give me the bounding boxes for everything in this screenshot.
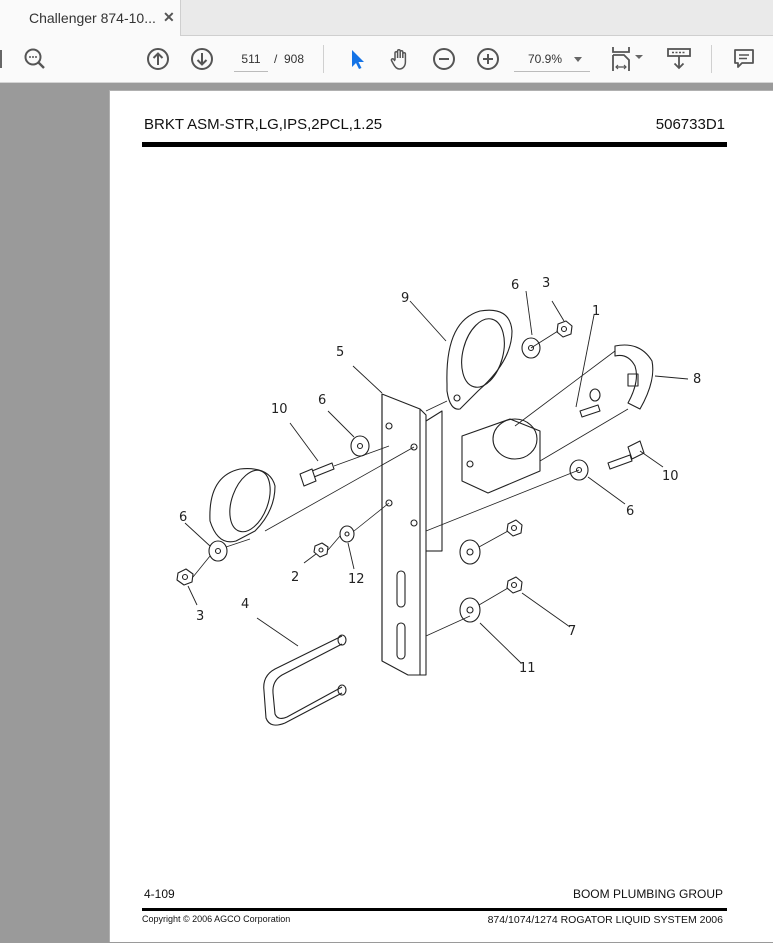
chevron-down-icon	[574, 57, 582, 62]
callout-9: 9	[401, 291, 409, 306]
footer-rule	[142, 908, 727, 911]
callout-6: 6	[626, 504, 634, 519]
zoom-level-value: 70.9%	[528, 52, 563, 66]
callout-8: 8	[693, 372, 701, 387]
exploded-parts-diagram: 9 6 3 1 8 5 10 6 10 6 6 3 2 12 4 7 11	[176, 276, 701, 726]
fit-page-icon[interactable]	[611, 47, 647, 71]
page-number-input[interactable]: 511	[234, 47, 268, 72]
callout-2: 2	[291, 570, 299, 585]
callout-3: 3	[542, 276, 550, 291]
callout-3: 3	[196, 609, 204, 624]
tab-title: Challenger 874-10...	[29, 10, 156, 26]
next-page-icon[interactable]	[190, 47, 214, 71]
scroll-mode-icon[interactable]	[666, 47, 692, 71]
select-pointer-icon[interactable]	[345, 47, 369, 71]
callout-6: 6	[318, 393, 326, 408]
toolbar-left-edge	[0, 50, 2, 68]
callout-6: 6	[511, 278, 519, 293]
callout-labels: 9 6 3 1 8 5 10 6 10 6 6 3 2 12 4 7 11	[179, 276, 701, 676]
callout-11: 11	[519, 661, 536, 676]
zoom-in-icon[interactable]	[476, 47, 500, 71]
callout-4: 4	[241, 597, 249, 612]
toolbar-divider	[323, 45, 324, 73]
hand-pan-icon[interactable]	[388, 47, 412, 71]
callout-6: 6	[179, 510, 187, 525]
prev-page-icon[interactable]	[146, 47, 170, 71]
callout-10: 10	[271, 402, 288, 417]
header-rule	[142, 142, 727, 147]
toolbar: 511 / 908 70.9%	[0, 36, 773, 83]
group-label: BOOM PLUMBING GROUP	[572, 887, 723, 901]
system-label: 874/1074/1274 ROGATOR LIQUID SYSTEM 2006	[487, 914, 723, 926]
comment-icon[interactable]	[732, 47, 756, 71]
document-viewer[interactable]: BRKT ASM-STR,LG,IPS,2PCL,1.25 506733D1	[0, 83, 773, 942]
toolbar-divider	[711, 45, 712, 73]
document-tab[interactable]: Challenger 874-10... ✕	[0, 0, 181, 36]
page-separator: /	[274, 52, 278, 66]
page-title: BRKT ASM-STR,LG,IPS,2PCL,1.25	[144, 116, 383, 133]
callout-12: 12	[348, 572, 365, 587]
callout-5: 5	[336, 345, 344, 360]
pdf-page: BRKT ASM-STR,LG,IPS,2PCL,1.25 506733D1	[109, 90, 773, 942]
close-icon[interactable]: ✕	[163, 9, 175, 25]
callout-7: 7	[568, 624, 576, 639]
callout-10: 10	[662, 469, 679, 484]
page-number-label: 4-109	[144, 887, 175, 901]
tab-bar: Challenger 874-10... ✕	[0, 0, 773, 36]
copyright-text: Copyright © 2006 AGCO Corporation	[142, 914, 291, 924]
zoom-marquee-icon[interactable]	[23, 47, 47, 71]
page-total: 908	[284, 52, 305, 66]
zoom-out-icon[interactable]	[432, 47, 456, 71]
callout-1: 1	[592, 304, 600, 319]
part-number: 506733D1	[655, 116, 725, 133]
zoom-level-dropdown[interactable]: 70.9%	[514, 47, 590, 72]
